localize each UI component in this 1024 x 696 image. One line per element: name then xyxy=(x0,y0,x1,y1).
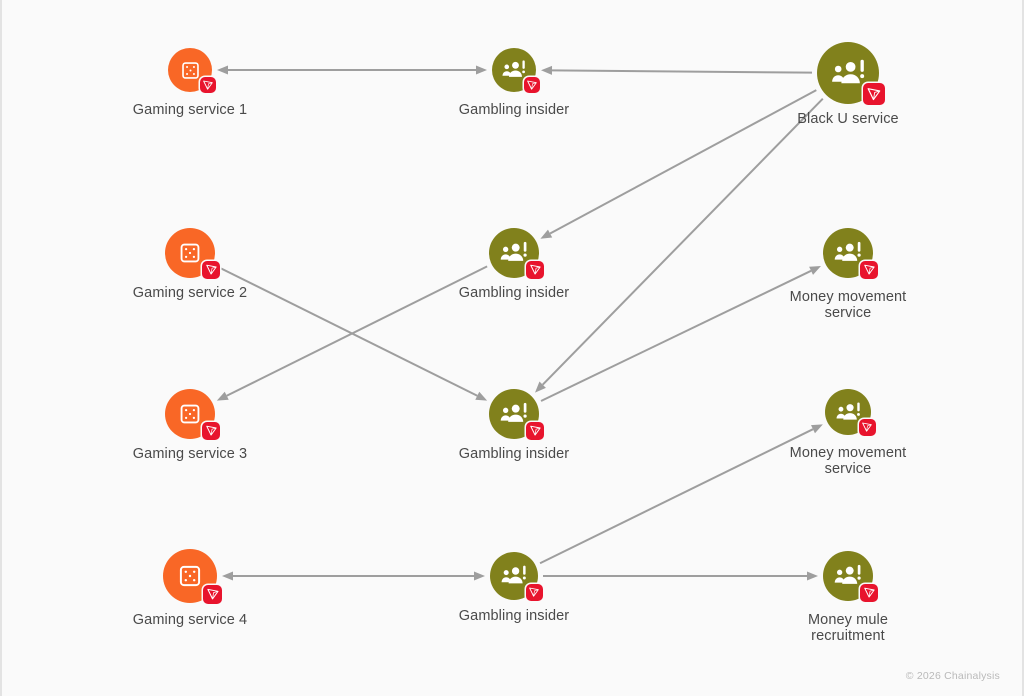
tron-icon[interactable] xyxy=(863,83,886,106)
node-circle[interactable] xyxy=(823,228,873,278)
people-alert-icon xyxy=(499,399,529,429)
node-circle[interactable] xyxy=(489,389,539,439)
tron-icon[interactable] xyxy=(860,260,879,279)
graph-node-money1[interactable] xyxy=(823,228,879,279)
people-alert-icon xyxy=(499,238,529,268)
graph-node-mule[interactable] xyxy=(823,551,879,602)
graph-node-blacku[interactable] xyxy=(817,42,886,106)
graph-node-gambling2[interactable] xyxy=(489,228,545,279)
node-label-gaming4: Gaming service 4 xyxy=(132,612,248,628)
graph-edge-e1 xyxy=(217,65,487,75)
graph-node-gaming2[interactable] xyxy=(165,228,221,279)
node-label-money1: Money movement service xyxy=(789,289,907,321)
node-label-gaming2: Gaming service 2 xyxy=(132,285,248,301)
graph-node-money2[interactable] xyxy=(825,389,876,436)
tron-icon[interactable] xyxy=(526,421,545,440)
node-label-money2: Money movement service xyxy=(789,445,907,477)
dice-icon xyxy=(179,59,202,82)
dice-icon xyxy=(177,401,203,427)
people-alert-icon xyxy=(501,57,527,83)
graph-node-gaming4[interactable] xyxy=(163,549,223,604)
dice-icon xyxy=(176,562,204,590)
node-label-gaming3: Gaming service 3 xyxy=(132,446,248,462)
graph-node-gaming3[interactable] xyxy=(165,389,221,440)
tron-icon[interactable] xyxy=(202,260,221,279)
node-label-blacku: Black U service xyxy=(797,111,899,127)
node-label-gambling1: Gambling insider xyxy=(458,102,570,118)
tron-icon[interactable] xyxy=(524,76,541,93)
graph-edge-e8 xyxy=(539,424,823,565)
copyright-footer: © 2026 Chainalysis xyxy=(905,670,1000,682)
graph-edge-e5 xyxy=(216,265,488,401)
dice-icon xyxy=(177,240,203,266)
graph-node-gaming1[interactable] xyxy=(168,48,217,93)
node-label-gaming1: Gaming service 1 xyxy=(132,102,248,118)
people-alert-icon xyxy=(835,399,862,426)
graph-edge-e3 xyxy=(540,89,817,239)
graph-edge-e4 xyxy=(534,98,824,393)
tron-icon[interactable] xyxy=(525,583,543,601)
tron-icon[interactable] xyxy=(203,584,223,604)
graph-node-gambling4[interactable] xyxy=(490,552,543,601)
tron-icon[interactable] xyxy=(202,421,221,440)
node-label-mule: Money mule recruitment xyxy=(808,612,888,644)
tron-icon[interactable] xyxy=(526,260,545,279)
tron-icon[interactable] xyxy=(200,76,217,93)
graph-node-gambling3[interactable] xyxy=(489,389,545,440)
tron-icon[interactable] xyxy=(860,583,879,602)
node-label-gambling3: Gambling insider xyxy=(458,446,570,462)
tron-icon[interactable] xyxy=(858,418,876,436)
graph-edge-e6 xyxy=(216,265,488,401)
graph-edge-e2 xyxy=(540,65,813,75)
graph-edge-e7 xyxy=(540,266,821,402)
people-alert-icon xyxy=(500,562,528,590)
people-alert-icon xyxy=(833,238,863,268)
people-alert-icon xyxy=(833,561,863,591)
graph-node-gambling1[interactable] xyxy=(492,48,541,93)
graph-edge-e10 xyxy=(543,571,818,581)
node-label-gambling2: Gambling insider xyxy=(458,285,570,301)
graph-edge-e9 xyxy=(222,571,485,581)
people-alert-icon xyxy=(830,55,867,92)
node-label-gambling4: Gambling insider xyxy=(458,608,570,624)
node-circle[interactable] xyxy=(168,48,212,92)
